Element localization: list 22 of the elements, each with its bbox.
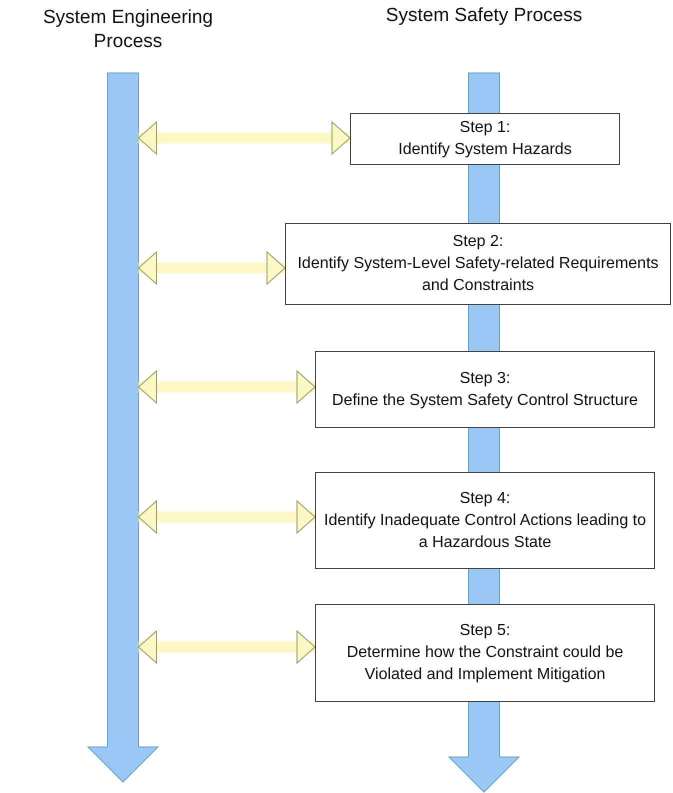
double-arrow [138, 500, 316, 534]
step-box [315, 351, 655, 428]
step-title: Step 3: [458, 368, 512, 388]
process-heading: System Safety Process [384, 4, 584, 28]
double-arrow [138, 252, 286, 284]
step-box [285, 223, 671, 305]
step-title: Step 4: [458, 488, 512, 508]
step-description: Identify Inadequate Control Actions leading to a Hazardous State [323, 510, 647, 552]
process-heading: System Engineering Process [42, 6, 214, 54]
step-title: Step 5: [458, 621, 512, 641]
double-arrow [138, 122, 350, 154]
step-description: Determine how the Constraint could be Violated and Implement Mitigation [346, 643, 624, 685]
step-description: Identify System Hazards [397, 140, 573, 160]
step-box [350, 113, 620, 165]
step-box [315, 604, 655, 702]
step-description: Define the System Safety Control Structure [331, 390, 639, 410]
step-title: Step 1: [458, 118, 512, 138]
double-arrow [138, 370, 316, 404]
step-box [315, 472, 655, 569]
step-title: Step 2: [452, 232, 504, 252]
step-description: Identify System-Level Safety-related Requirements and Constraints [296, 254, 660, 296]
double-arrow [138, 630, 316, 664]
